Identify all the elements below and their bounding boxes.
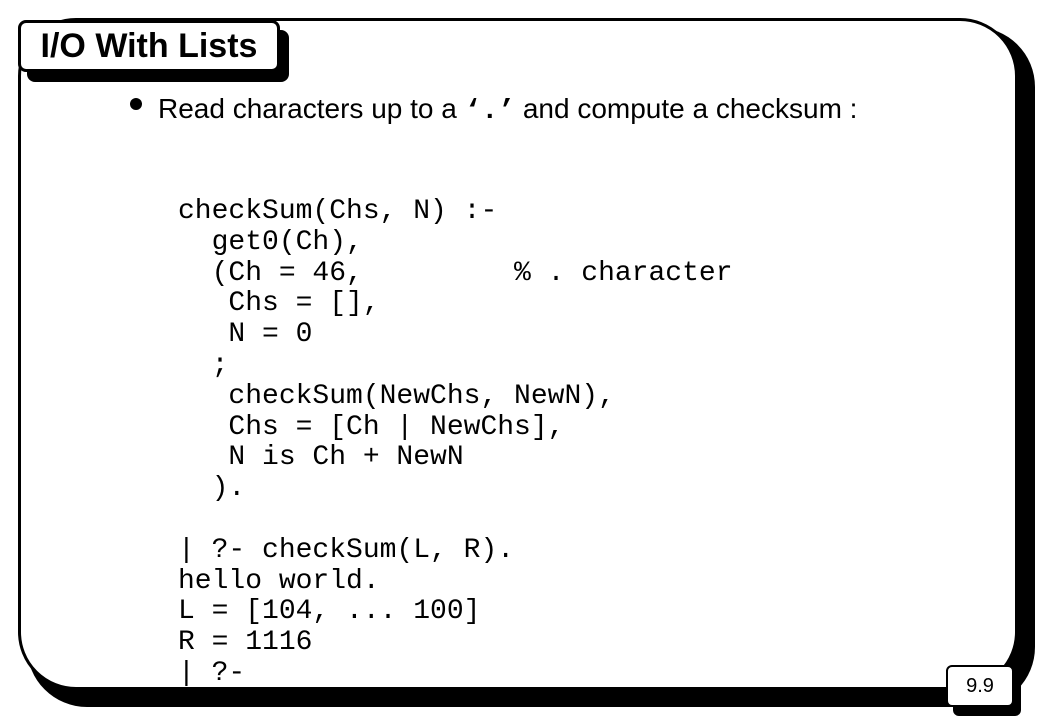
code-line: N is Ch + NewN (178, 442, 464, 474)
bullet-text-after: and compute a checksum : (515, 93, 858, 124)
code-block: checkSum(Chs, N) :- get0(Ch), (Ch = 46, … (178, 196, 733, 690)
code-line: ). (178, 473, 246, 505)
code-line: R = 1116 (178, 627, 313, 659)
code-line: Chs = [Ch | NewChs], (178, 411, 565, 443)
bullet-code-char: ‘.’ (464, 96, 516, 127)
code-line: get0(Ch), (178, 226, 363, 258)
code-line: hello world. (178, 565, 380, 597)
code-line: (Ch = 46, % . character (178, 257, 733, 289)
code-line: | ?- checkSum(L, R). (178, 534, 515, 566)
code-line (178, 505, 733, 536)
bullet-text: Read characters up to a ‘.’ and compute … (158, 88, 858, 133)
code-line: N = 0 (178, 319, 313, 351)
code-line: checkSum(NewChs, NewN), (178, 380, 615, 412)
page-number: 9.9 (946, 665, 1014, 707)
bullet-text-before: Read characters up to a (158, 93, 465, 124)
code-line: L = [104, ... 100] (178, 596, 481, 628)
bullet-icon (130, 98, 142, 110)
slide-title: I/O With Lists (18, 20, 280, 72)
code-line: ; (178, 349, 229, 381)
code-line: checkSum(Chs, N) :- (178, 196, 498, 227)
code-line: | ?- (178, 657, 246, 689)
slide-frame (18, 18, 1018, 690)
code-line: Chs = [], (178, 288, 380, 320)
